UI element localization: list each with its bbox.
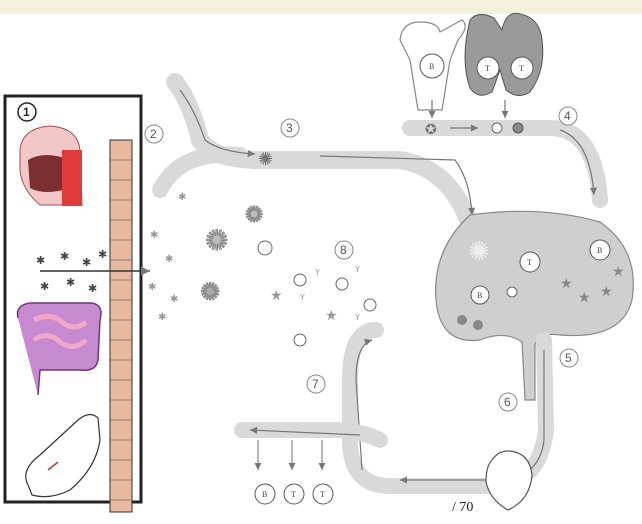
svg-text:✱: ✱ [148,282,156,293]
svg-text:✱: ✱ [170,294,178,305]
bone-marrow-cell-label: B [429,62,434,71]
svg-text:Y: Y [314,268,320,277]
page-number: / 70 [452,500,473,516]
svg-text:★: ★ [578,290,591,306]
lymph-node [436,211,634,400]
step-2-label: 2 [150,127,157,141]
svg-text:✱: ✱ [158,312,166,323]
step-7-label: 7 [312,377,319,391]
svg-text:✺: ✺ [468,237,490,267]
svg-text:✺: ✺ [245,203,263,228]
svg-text:✱: ✱ [36,254,45,267]
bottom-cell-label-a: B [262,490,267,499]
step-3-label: 3 [286,121,293,135]
node-cell-label-a: B [477,291,482,300]
svg-text:★: ★ [560,276,573,292]
pathogen-particles-center: ✱ ✱ ✱ ✱ ✱ ✱ [148,192,186,323]
step-6-label: 6 [504,395,511,409]
svg-text:✱: ✱ [165,254,173,265]
svg-text:Y: Y [299,293,305,302]
svg-text:✺: ✺ [200,278,220,306]
hand-icon [26,414,100,496]
bone-marrow-icon: B [400,20,465,110]
step-8-label: 8 [340,243,347,257]
thymus-icon: T T [465,13,543,95]
svg-text:✱: ✱ [178,192,186,203]
svg-text:✱: ✱ [98,248,107,261]
head-icon [20,126,82,206]
blood-vessel-top [410,128,600,200]
svg-text:Y: Y [354,313,360,322]
bottom-cell-label-b: T [291,490,296,499]
svg-text:✱: ✱ [66,276,75,289]
step-5-label: 5 [565,351,572,365]
svg-text:★: ★ [612,264,625,280]
immune-cells-center: ✺ ✺ ✺ [200,203,272,306]
bottom-cells: B T T [255,484,333,504]
svg-text:✱: ✱ [60,250,69,263]
heart-icon [486,451,532,510]
svg-text:Y: Y [354,265,360,274]
thymus-cell-label-a: T [485,64,490,73]
svg-text:★: ★ [270,288,283,304]
bottom-cell-label-c: T [320,490,325,499]
svg-text:✱: ✱ [82,256,91,269]
node-cell-label-c: B [597,246,602,255]
lymphocyte-top-a: ✪ [425,122,437,138]
step-1-label: 1 [23,105,30,119]
svg-text:★: ★ [600,284,613,300]
tissue-strip [110,140,132,512]
svg-text:✱: ✱ [88,282,97,295]
svg-text:★: ★ [325,308,338,324]
intestine-icon [18,303,102,395]
thymus-cell-label-b: T [519,64,524,73]
node-cell-label-b: T [527,258,532,267]
svg-text:✱: ✱ [40,280,49,293]
dendritic-cell-top: ✺ [258,149,273,170]
afferent-branch [160,154,240,190]
step-4-label: 4 [564,109,571,123]
svg-text:✺: ✺ [205,224,228,257]
svg-text:✱: ✱ [150,230,158,241]
